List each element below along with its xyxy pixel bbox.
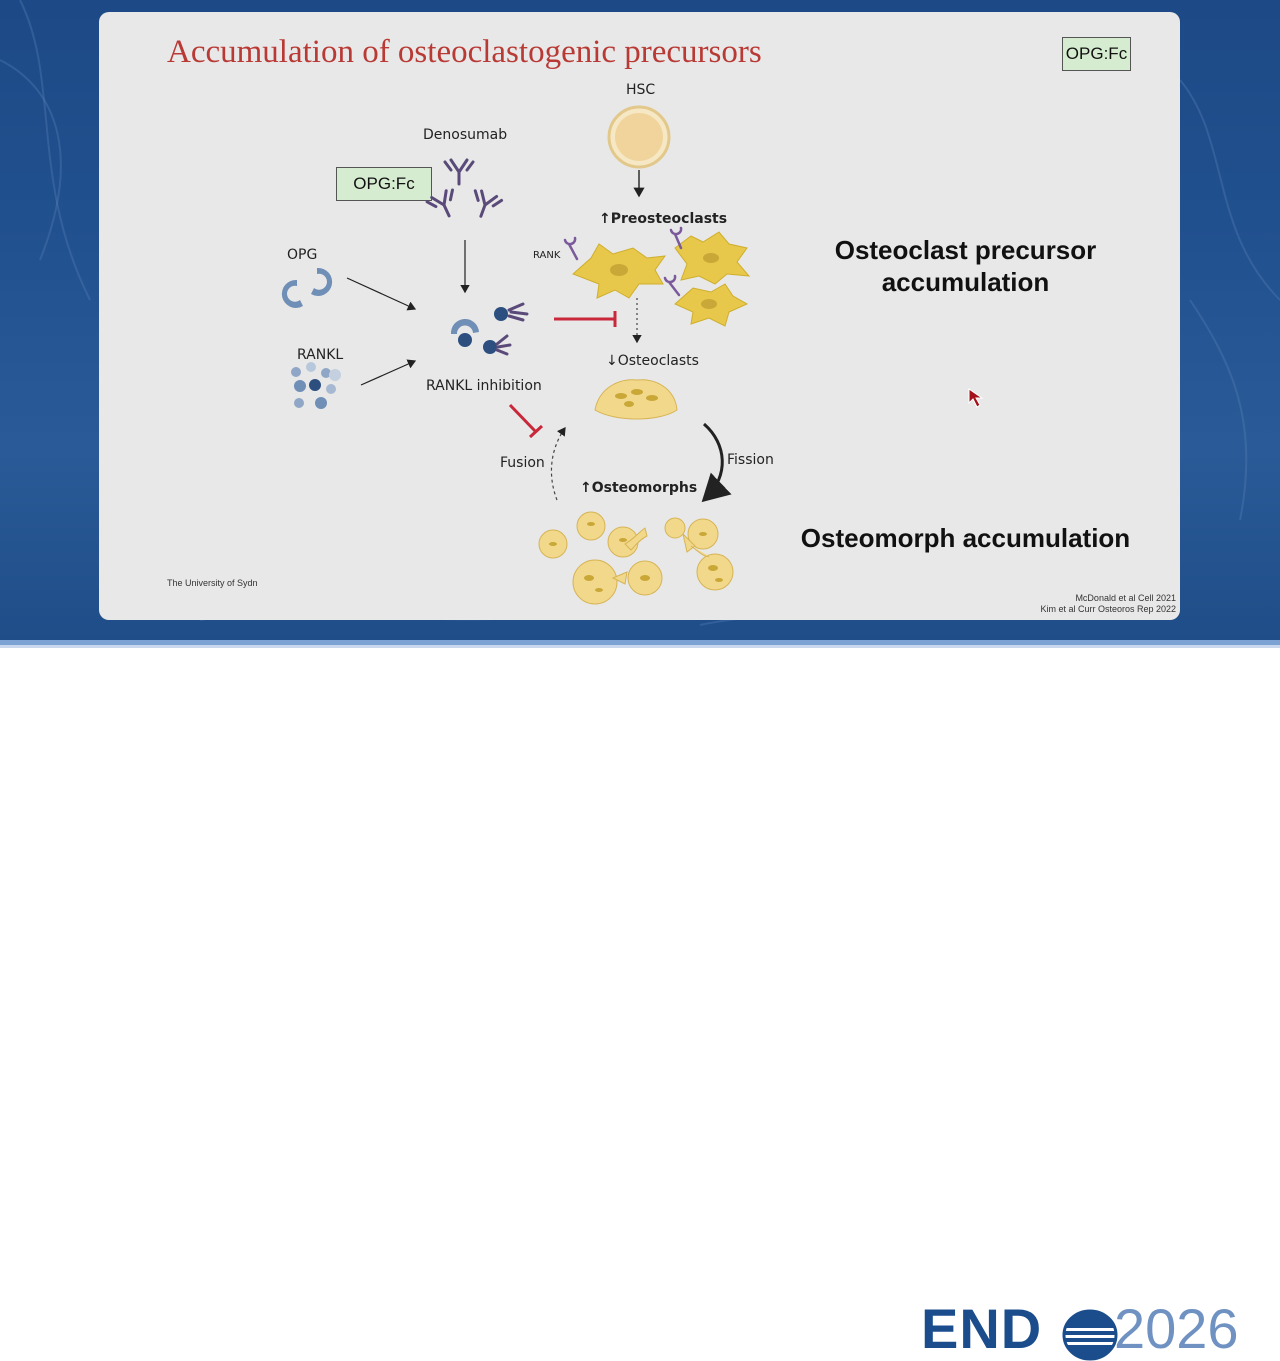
logo-word: END: [921, 1297, 1043, 1360]
preosteoclasts-label: ↑Preosteoclasts: [599, 211, 728, 227]
denosumab-antibody-icon: [425, 158, 504, 218]
footer-stripe: [0, 640, 1280, 645]
pathway-diagram: [281, 105, 751, 605]
osteoclast-cell-icon: [594, 379, 678, 420]
opg-protein-icon: [281, 267, 333, 308]
fusion-label: Fusion: [500, 455, 545, 471]
fission-label: Fission: [727, 452, 774, 468]
inhibit-preosteoclasts-icon: [554, 311, 617, 327]
arrow-rankl: [360, 359, 417, 386]
cursor-arrow-icon: [968, 388, 984, 408]
hsc-cell: [607, 105, 671, 169]
logo-year: 2026: [1114, 1297, 1239, 1360]
slide: Accumulation of osteoclastogenic precurs…: [99, 12, 1180, 620]
osteomorph-callout: Osteomorph accumulation: [800, 523, 1131, 553]
arrow-opg: [346, 277, 417, 311]
rank-label: RANK: [533, 250, 561, 261]
osteoclast-precursor-callout: Osteoclast precursor accumulation: [799, 234, 1132, 298]
denosumab-label: Denosumab: [423, 127, 508, 143]
institution-credit: The University of Sydn: [167, 578, 258, 588]
rank-receptor-icon: [563, 226, 683, 297]
opg-fc-badge-left: OPG:Fc: [336, 167, 432, 201]
footer-bar: END 2026: [0, 648, 1280, 1361]
osteoclasts-label: ↓Osteoclasts: [606, 353, 699, 369]
osteomorph-nuclei: [549, 522, 723, 592]
globe-o-icon: [1062, 1309, 1118, 1361]
rankl-label: RANKL: [297, 347, 344, 363]
opg-label: OPG: [287, 247, 318, 263]
inhibit-fusion-icon: [508, 403, 544, 439]
rankl-molecules-icon: [291, 362, 341, 409]
footer-stripe-light: [0, 645, 1280, 648]
reference-1: McDonald et al Cell 2021: [1075, 593, 1176, 603]
osteomorphs-label: ↑Osteomorphs: [580, 480, 698, 496]
fusion-arrow: [550, 427, 566, 501]
callout-line-1: Osteoclast precursor: [834, 235, 1097, 265]
reference-2: Kim et al Curr Osteoros Rep 2022: [1040, 604, 1176, 614]
fission-arrow: [701, 422, 732, 503]
rankl-inhibition-complex-icon: [450, 302, 529, 356]
preosteoclast-cells-icon: [572, 231, 751, 327]
slide-title: Accumulation of osteoclastogenic precurs…: [167, 34, 762, 70]
opg-fc-badge-top: OPG:Fc: [1062, 37, 1131, 71]
callout-line-2: accumulation: [881, 267, 1050, 297]
osteomorph-cells-icon: [538, 511, 734, 605]
hsc-label: HSC: [626, 82, 656, 98]
rankl-inhibition-label: RANKL inhibition: [426, 378, 542, 394]
